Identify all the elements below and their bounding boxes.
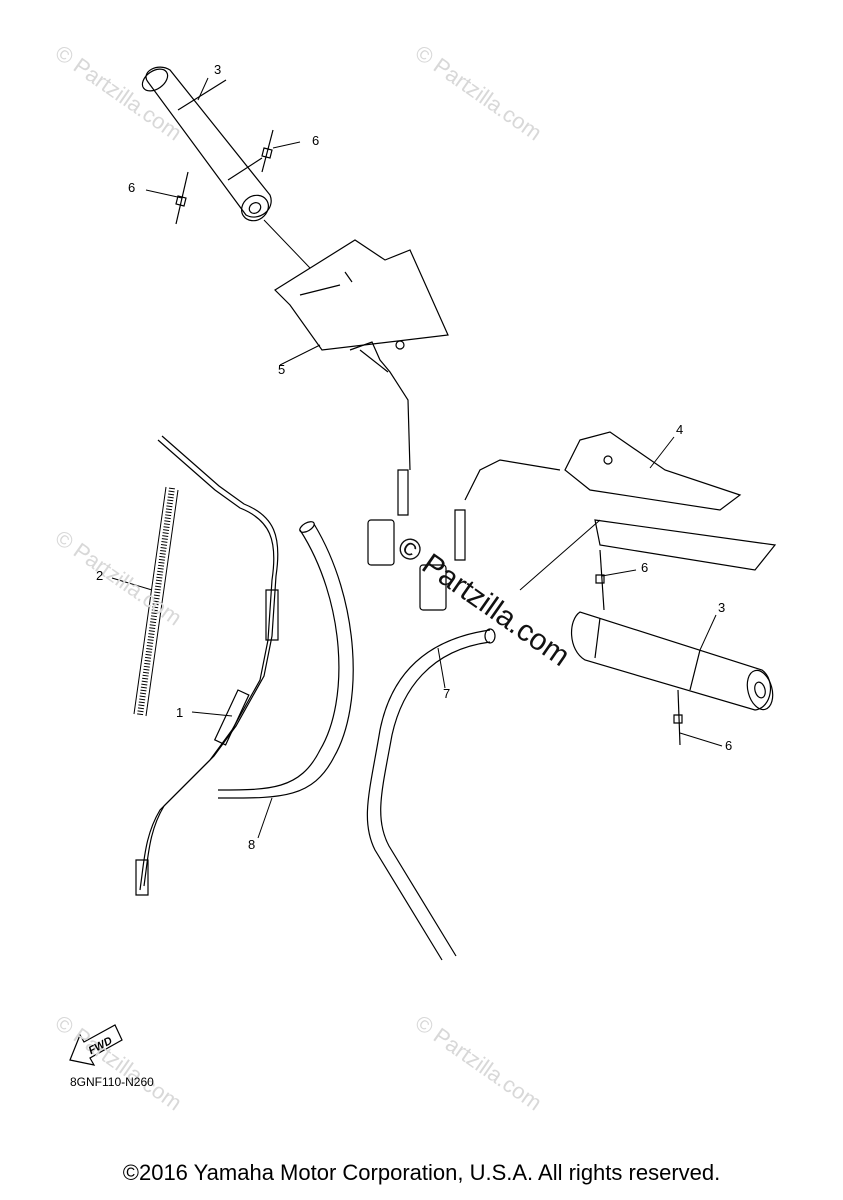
hose-7[interactable] [367,629,495,960]
callout-6[interactable]: 6 [725,738,733,753]
rivet-lower-2[interactable] [674,690,682,745]
hose-8[interactable] [218,520,353,798]
fwd-arrow-icon [70,1025,122,1065]
callout-6[interactable]: 6 [312,133,320,148]
callout-3[interactable]: 3 [214,62,222,77]
diagram-code: 8GNF110-N260 [70,1075,154,1089]
callout-4[interactable]: 4 [676,422,684,437]
callout-2[interactable]: 2 [96,568,104,583]
heater-plate-left[interactable] [275,240,448,565]
spring[interactable] [134,487,178,716]
grip-lower-right[interactable] [572,612,777,712]
rivet-upper-1[interactable] [262,130,273,172]
callout-6[interactable]: 6 [128,180,136,195]
grip-upper-left[interactable] [138,65,273,226]
heater-plate-right[interactable] [420,432,775,610]
callout-8[interactable]: 8 [248,837,256,852]
callout-1[interactable]: 1 [176,705,184,720]
throttle-cable[interactable] [136,436,278,895]
copyright-notice: ©2016 Yamaha Motor Corporation, U.S.A. A… [122,1160,721,1185]
callout-6[interactable]: 6 [641,560,649,575]
callout-7[interactable]: 7 [443,686,451,701]
callout-5[interactable]: 5 [278,362,286,377]
callout-3[interactable]: 3 [718,600,726,615]
rivet-lower-1[interactable] [596,550,604,610]
